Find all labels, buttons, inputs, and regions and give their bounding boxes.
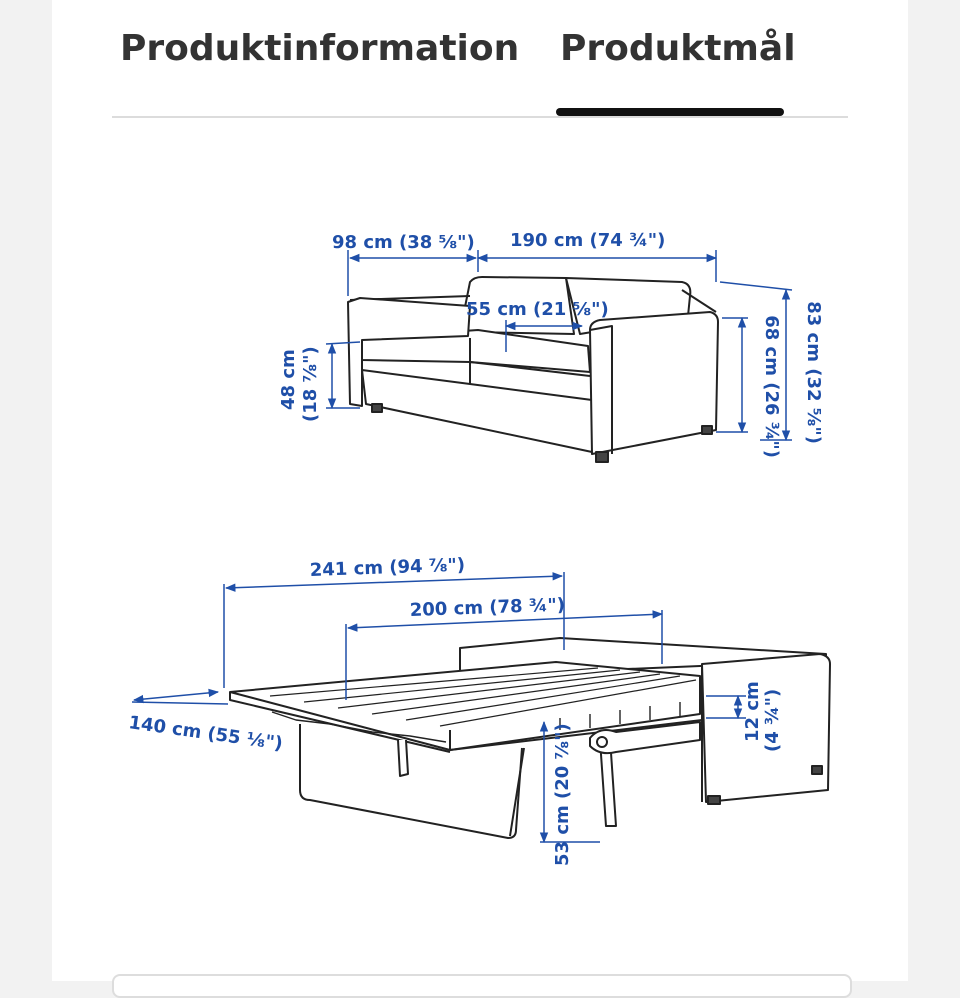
bed-height-label: 53 cm (20 ⅞") xyxy=(552,723,573,866)
sofa-dimension-labels: 98 cm (38 ⅝") 190 cm (74 ¾") 55 cm (21 ⅝… xyxy=(278,230,824,458)
sofa-depth-label: 98 cm (38 ⅝") xyxy=(332,232,475,253)
tab-bar: Produktinformation Produktmål xyxy=(52,0,908,120)
active-tab-indicator xyxy=(556,108,784,116)
seat-depth-label: 55 cm (21 ⅝") xyxy=(466,299,609,320)
tab-product-information[interactable]: Produktinformation xyxy=(120,28,520,69)
sofa-width-label: 190 cm (74 ¾") xyxy=(510,230,665,251)
bed-total-length-label: 241 cm (94 ⅞") xyxy=(309,555,465,581)
mattress-thickness-label: 12 cm xyxy=(742,681,763,742)
bed-width-label: 140 cm (55 ⅛") xyxy=(127,712,284,754)
armrest-height-label: 68 cm (26 ¾") xyxy=(761,315,782,458)
seat-height-inch-label: (18 ⅞") xyxy=(300,346,321,422)
sofa-bed-illustration xyxy=(229,637,831,839)
tab-product-dimensions[interactable]: Produktmål xyxy=(560,28,796,69)
total-height-label: 83 cm (32 ⅝") xyxy=(803,301,824,444)
seat-height-label: 48 cm xyxy=(278,349,299,410)
mattress-thickness-inch-label: (4 ¾") xyxy=(762,689,783,752)
bed-length-label: 200 cm (78 ¾") xyxy=(409,595,565,621)
sofa-illustration xyxy=(347,276,719,463)
sofa-dimension-lines xyxy=(325,250,793,442)
tabs-divider xyxy=(112,116,848,118)
bed-dimension-lines xyxy=(131,572,746,844)
